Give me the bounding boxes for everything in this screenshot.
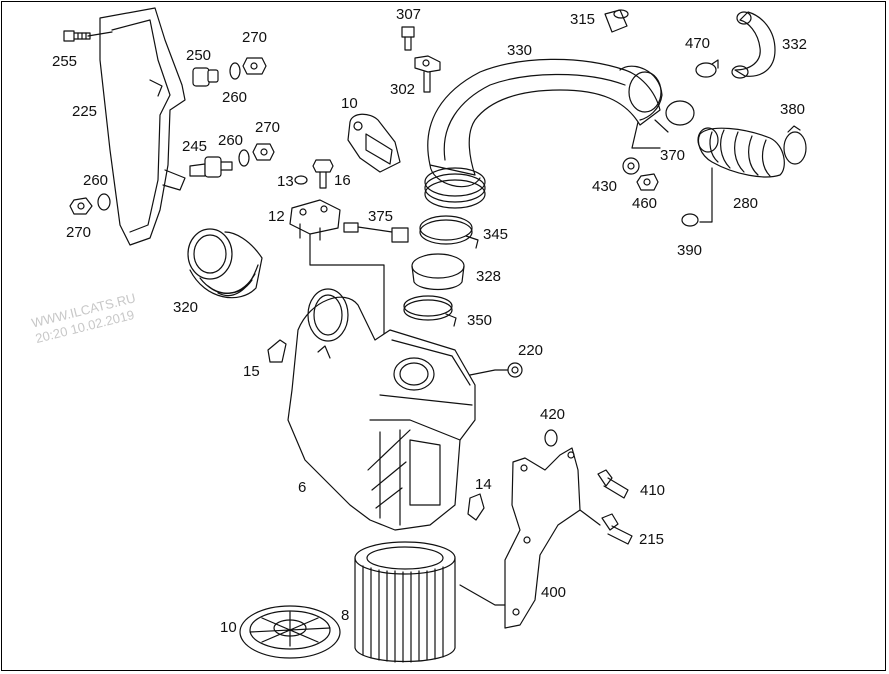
leader-215: [579, 509, 601, 526]
callout-10a[interactable]: 10: [341, 95, 358, 112]
part-410-bolt: [597, 469, 629, 499]
callout-245[interactable]: 245: [182, 138, 208, 155]
part-375-cable: [343, 222, 409, 243]
callout-12[interactable]: 12: [268, 208, 285, 225]
part-345-clamp: [419, 215, 479, 249]
callout-332[interactable]: 332: [782, 36, 808, 53]
part-315-cap: [604, 9, 629, 33]
part-307-screw: [401, 26, 415, 51]
callout-8[interactable]: 8: [341, 607, 350, 624]
part-320-boot: [187, 228, 263, 299]
part-430-washer: [622, 157, 640, 175]
part-13-ring: [294, 175, 308, 185]
callout-315[interactable]: 315: [570, 11, 596, 28]
part-280-bellows: [697, 127, 785, 178]
part-245-stud: [189, 156, 233, 178]
callout-460[interactable]: 460: [632, 195, 658, 212]
callout-345[interactable]: 345: [483, 226, 509, 243]
part-390-clamp: [681, 213, 699, 227]
callout-350[interactable]: 350: [467, 312, 493, 329]
leader-370: [631, 121, 661, 149]
part-15-clip: [267, 339, 287, 363]
part-225-bracket: [99, 7, 186, 246]
callout-328[interactable]: 328: [476, 268, 502, 285]
callout-270a[interactable]: 270: [242, 29, 268, 46]
part-10-actuator: [347, 113, 401, 173]
callout-260b[interactable]: 260: [218, 132, 244, 149]
leader-12: [309, 233, 385, 351]
part-328-ring: [411, 253, 465, 291]
part-330-pipe: [424, 58, 663, 209]
callout-15[interactable]: 15: [243, 363, 260, 380]
part-420-grommet: [544, 429, 558, 447]
callout-10b[interactable]: 10: [220, 619, 237, 636]
leader-400: [459, 584, 506, 606]
leader-280: [699, 167, 713, 223]
part-350-clamp: [403, 295, 457, 327]
part-14-clip: [467, 493, 485, 521]
part-400-bracket: [504, 447, 581, 629]
callout-470[interactable]: 470: [685, 35, 711, 52]
callout-307[interactable]: 307: [396, 6, 422, 23]
callout-220[interactable]: 220: [518, 342, 544, 359]
part-220-grommet: [507, 362, 523, 378]
part-6-housing: [287, 288, 476, 531]
part-10-cover: [239, 605, 341, 659]
callout-250[interactable]: 250: [186, 47, 212, 64]
callout-215[interactable]: 215: [639, 531, 665, 548]
callout-380[interactable]: 380: [780, 101, 806, 118]
callout-14[interactable]: 14: [475, 476, 492, 493]
callout-430[interactable]: 430: [592, 178, 618, 195]
callout-302[interactable]: 302: [390, 81, 416, 98]
part-270-nut-top: [242, 57, 267, 75]
callout-420[interactable]: 420: [540, 406, 566, 423]
callout-400[interactable]: 400: [541, 584, 567, 601]
part-332-hose: [731, 11, 776, 79]
part-clamp-pipe-end: [654, 100, 695, 133]
callout-375[interactable]: 375: [368, 208, 394, 225]
part-302-sensor: [414, 55, 441, 93]
part-260-washer-mid: [238, 149, 250, 167]
part-250-mount: [192, 67, 219, 87]
callout-13[interactable]: 13: [277, 173, 294, 190]
part-270-nut-mid: [252, 143, 275, 161]
part-8-filter: [354, 541, 456, 663]
callout-270b[interactable]: 270: [255, 119, 281, 136]
part-16-screw: [312, 159, 334, 189]
callout-270c[interactable]: 270: [66, 224, 92, 241]
callout-6[interactable]: 6: [298, 479, 307, 496]
callout-255[interactable]: 255: [52, 53, 78, 70]
part-470-clamp: [695, 59, 719, 78]
part-260-washer-top: [229, 62, 241, 80]
part-460-nut: [636, 173, 659, 191]
callout-280[interactable]: 280: [733, 195, 759, 212]
callout-260c[interactable]: 260: [83, 172, 109, 189]
callout-330[interactable]: 330: [507, 42, 533, 59]
callout-16[interactable]: 16: [334, 172, 351, 189]
callout-370[interactable]: 370: [660, 147, 686, 164]
part-380-clamp: [783, 125, 807, 165]
leader-255: [87, 31, 113, 37]
callout-225[interactable]: 225: [72, 103, 98, 120]
callout-390[interactable]: 390: [677, 242, 703, 259]
callout-410[interactable]: 410: [640, 482, 666, 499]
part-260-washer-left: [97, 193, 111, 211]
callout-320[interactable]: 320: [173, 299, 199, 316]
part-12-sensor: [289, 199, 341, 241]
part-255-screw: [63, 30, 91, 42]
callout-260a[interactable]: 260: [222, 89, 248, 106]
part-270-nut-left: [69, 197, 93, 215]
part-215-bolt: [601, 513, 633, 545]
